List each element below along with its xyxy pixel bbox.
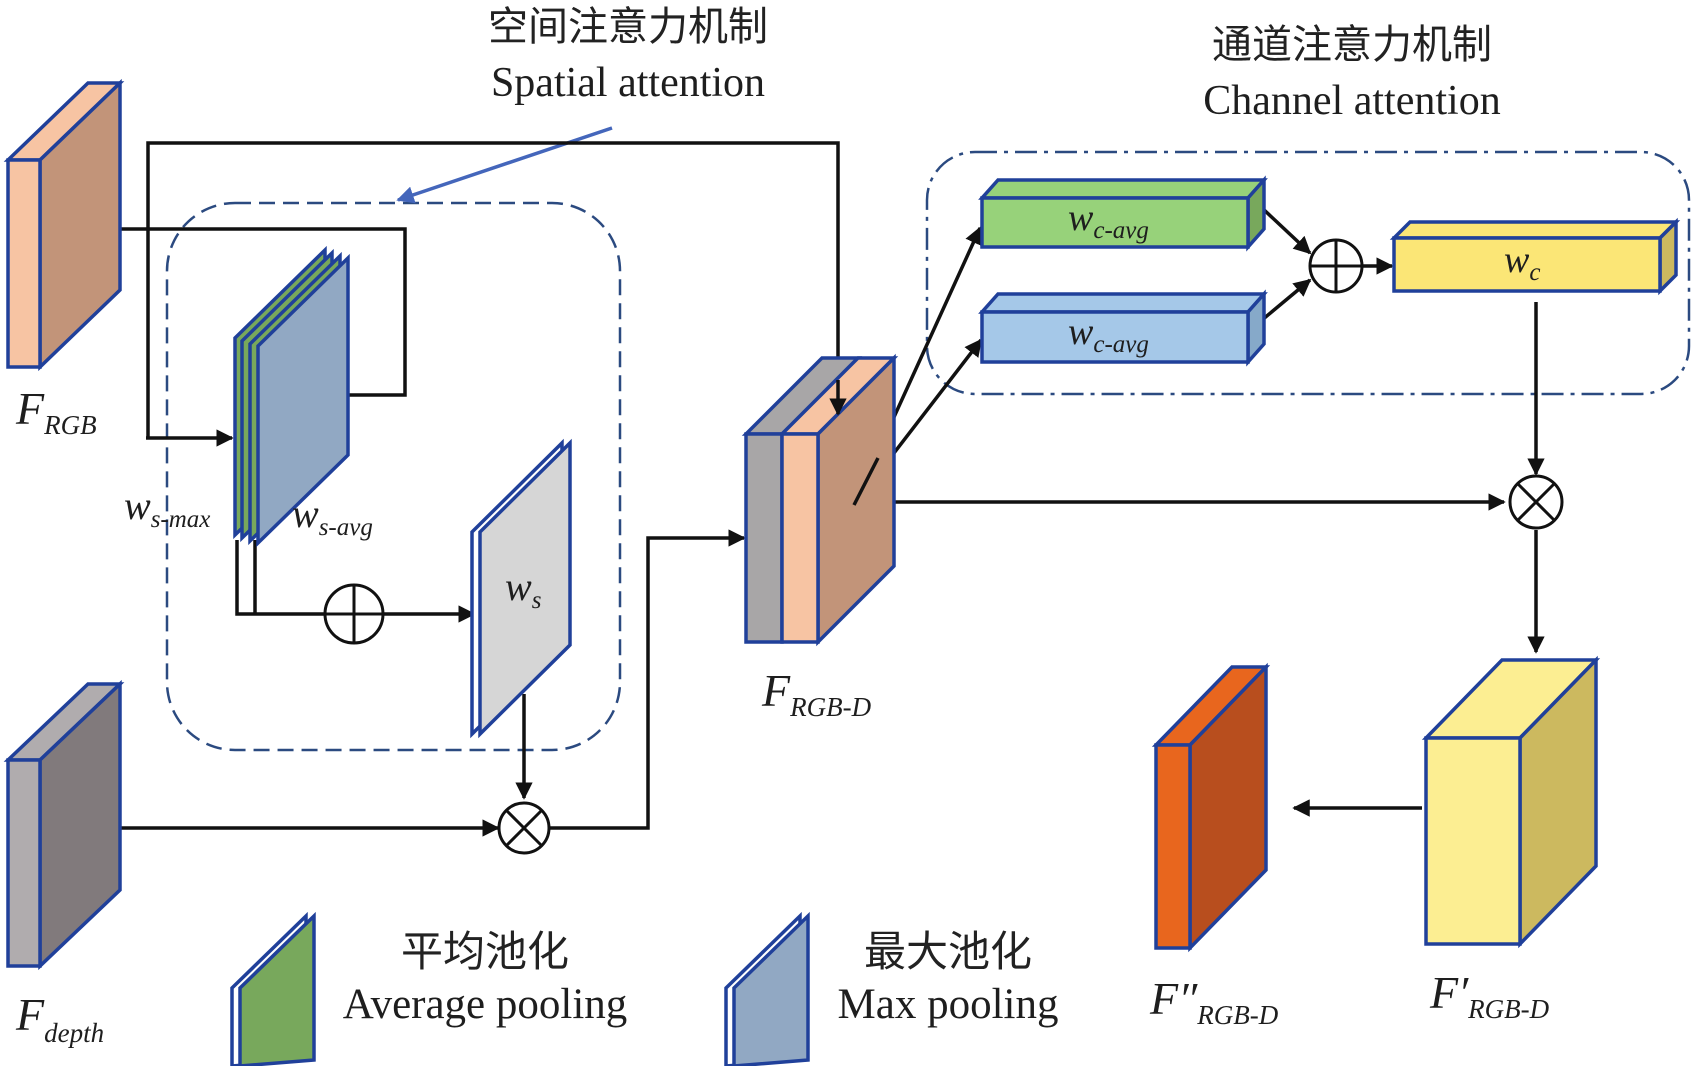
legend-avg-en: Average pooling xyxy=(343,981,628,1028)
edge-pool-to-sum xyxy=(235,540,324,616)
legend-max-swatch xyxy=(724,911,810,1066)
rgb-label: FRGB xyxy=(15,383,97,440)
legend-avg-swatch xyxy=(230,911,316,1066)
spatial-title-cn: 空间注意力机制 xyxy=(488,4,768,50)
wc-avg-bottom-label: wc-avg xyxy=(1068,311,1149,358)
channel-title-cn: 通道注意力机制 xyxy=(1212,22,1492,68)
wc-label: wc xyxy=(1504,239,1540,286)
fused-feature-block xyxy=(741,353,899,647)
channel-sum-operator xyxy=(1308,238,1364,294)
spatial-sum-operator xyxy=(323,583,385,645)
ws-label: ws xyxy=(505,564,541,614)
depth-feature-block xyxy=(3,679,125,971)
fprime-label: F′RGB-D xyxy=(1429,967,1550,1024)
wc-avg-top-bar xyxy=(978,175,1268,252)
depth-label: Fdepth xyxy=(15,989,104,1048)
channel-attention-frame xyxy=(925,150,1691,396)
wc-avg-bottom-bar xyxy=(978,289,1268,367)
edge-rgb-to-pool xyxy=(82,227,407,404)
fdoubleprime-label: F″RGB-D xyxy=(1149,973,1279,1030)
spatial-title-en: Spatial attention xyxy=(491,60,765,106)
edge-fused-branch-origin xyxy=(852,457,880,506)
edge-wc-top-to-sum xyxy=(1260,206,1312,255)
fused-label: FRGB-D xyxy=(761,665,872,722)
channel-multiply-operator xyxy=(1508,474,1564,530)
fdoubleprime-output-block xyxy=(1151,662,1271,953)
wc-bar xyxy=(1389,217,1681,296)
edge-top-bus xyxy=(146,141,847,438)
spatial-attention-frame xyxy=(165,201,622,752)
wc-avg-top-label: wc-avg xyxy=(1068,197,1149,244)
spatial-multiply-operator xyxy=(497,801,551,855)
pooled-stack xyxy=(233,245,350,548)
channel-title-en: Channel attention xyxy=(1203,78,1500,124)
edge-mul-to-fused xyxy=(550,529,746,830)
legend-avg-cn: 平均池化 xyxy=(401,927,569,976)
edge-wc-bottom-to-sum xyxy=(1260,278,1312,322)
legend-max-en: Max pooling xyxy=(838,981,1059,1028)
legend-max-cn: 最大池化 xyxy=(864,927,1032,976)
ws-max-label: ws-max xyxy=(124,483,210,533)
fprime-output-block xyxy=(1421,655,1601,949)
spatial-pointer-arrow xyxy=(396,126,613,204)
ws-avg-label: ws-avg xyxy=(292,491,373,541)
ws-panel xyxy=(470,438,572,739)
rgb-feature-block xyxy=(3,78,125,372)
